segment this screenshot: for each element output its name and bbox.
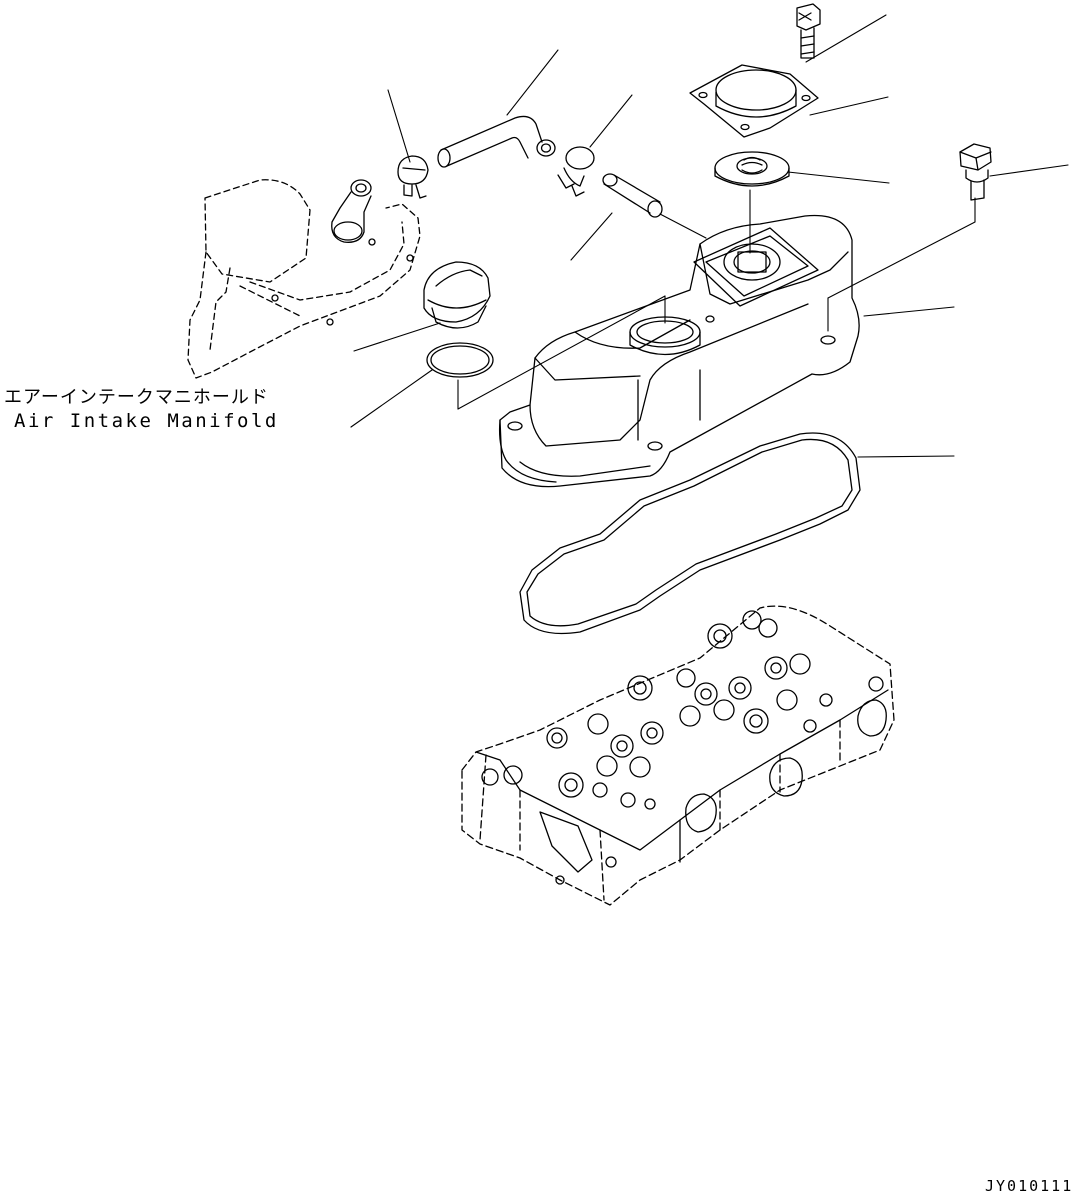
leader-breather-cover [809, 96, 889, 116]
leader-hose [506, 49, 559, 116]
o-ring [426, 342, 494, 378]
breather-valve [714, 151, 790, 187]
leader-clamp [589, 94, 633, 148]
valve-cover [498, 214, 860, 488]
air-intake-manifold-label-jp: エアーインテークマニホールド [4, 387, 269, 408]
cover-bolt [796, 3, 821, 59]
leader-lines [350, 14, 1069, 458]
valve-seats [481, 610, 884, 885]
leader-o-ring [350, 369, 433, 428]
leader-oring-diag [457, 295, 666, 410]
breather-pipe [602, 173, 663, 218]
leader-gasket [857, 455, 955, 458]
hose-clip [397, 155, 429, 199]
valve-cover-gasket [519, 432, 861, 635]
leader-pipe-to-cover [659, 213, 707, 239]
air-intake-manifold [187, 179, 421, 379]
manifold-elbow [271, 179, 414, 326]
leader-pipe [570, 212, 613, 261]
flange-bolt [959, 143, 992, 201]
hose-clamp [557, 146, 595, 197]
breather-hose [437, 115, 556, 168]
oil-filler-cap [423, 261, 491, 329]
leader-cover-bolt [805, 14, 887, 63]
cylinder-head [461, 605, 895, 906]
leader-flange-bolt [989, 164, 1069, 177]
leader-breather-valve [787, 171, 890, 184]
leader-clip [387, 89, 411, 163]
drawing-number: JY010111 [985, 1177, 1074, 1195]
air-intake-manifold-label-en: Air Intake Manifold [14, 410, 279, 432]
leader-oil-cap [353, 322, 441, 352]
breather-cover [689, 64, 819, 138]
leader-valve-cover [863, 306, 955, 317]
